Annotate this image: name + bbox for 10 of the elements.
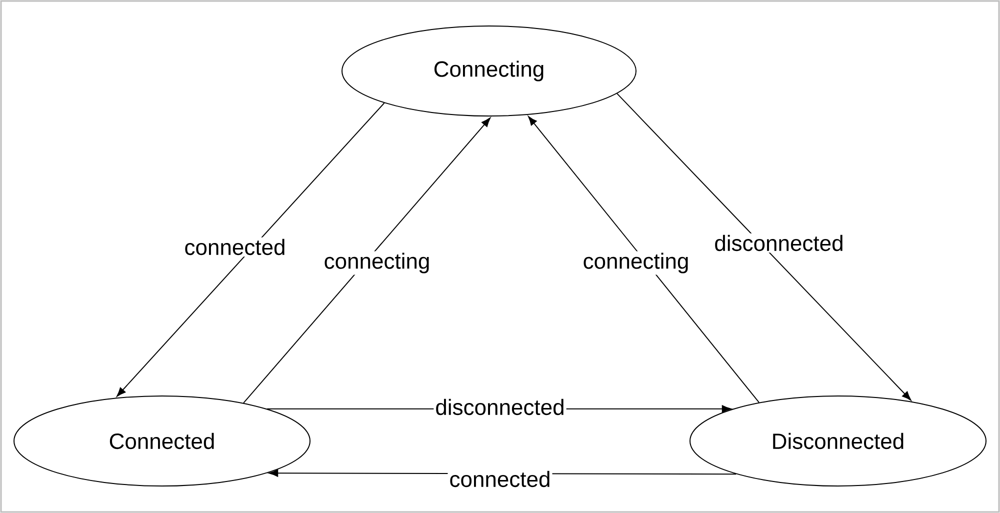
arrow	[528, 116, 760, 403]
edge-label: disconnected	[434, 397, 566, 417]
edge-label: connected	[448, 469, 552, 489]
arrow	[616, 93, 912, 401]
edge-label: disconnected	[712, 233, 846, 253]
edge-label: connecting	[322, 251, 432, 275]
edge-label: connecting	[581, 251, 691, 275]
arrow	[243, 118, 490, 404]
edge-label: connected	[182, 237, 288, 257]
arrow	[116, 102, 385, 397]
